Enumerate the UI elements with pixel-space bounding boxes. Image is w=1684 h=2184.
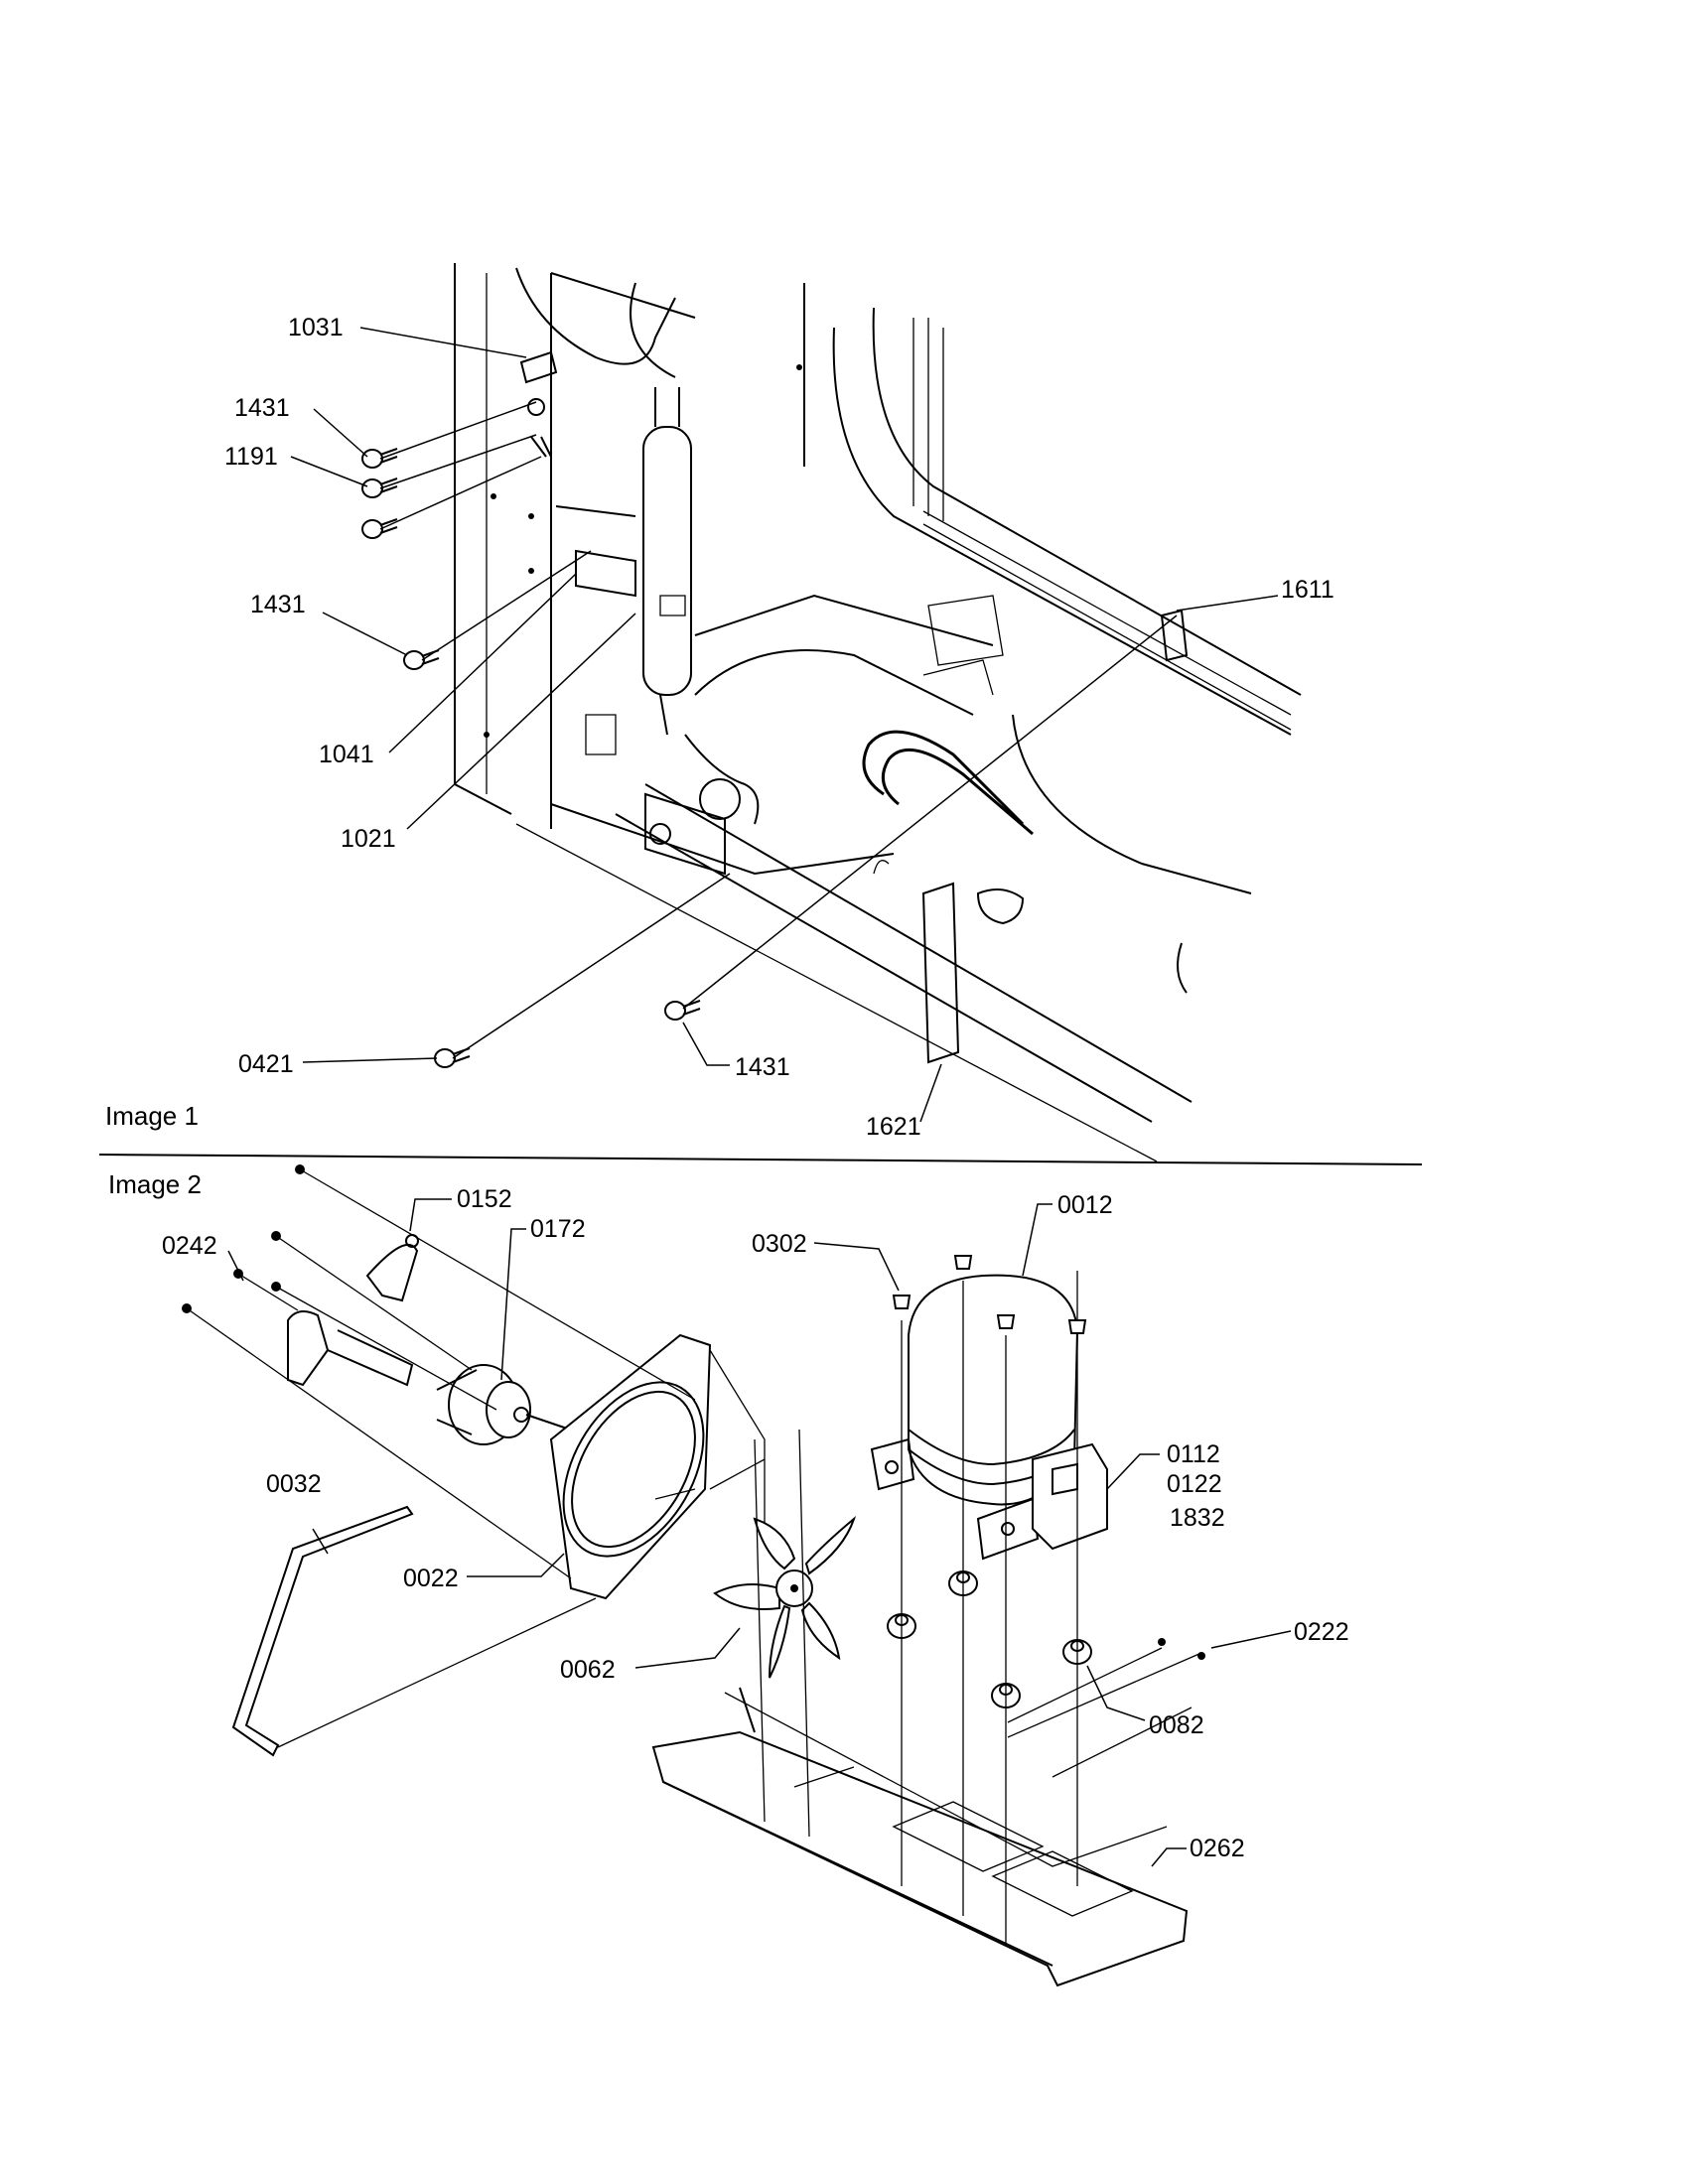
- label-1431-top: 1431: [234, 394, 290, 422]
- label-0022: 0022: [403, 1565, 459, 1592]
- label-0122: 0122: [1167, 1470, 1222, 1498]
- label-1611: 1611: [1281, 576, 1334, 604]
- label-1191: 1191: [224, 443, 278, 471]
- fan-blade: [713, 1515, 857, 1679]
- label-0421: 0421: [238, 1050, 294, 1078]
- label-0082: 0082: [1149, 1711, 1204, 1739]
- label-0012: 0012: [1057, 1191, 1113, 1219]
- label-1431-mid: 1431: [250, 591, 306, 618]
- image2-leaders: [227, 1198, 1292, 1867]
- label-1041: 1041: [319, 741, 374, 768]
- label-1832: 1832: [1170, 1504, 1225, 1532]
- image2-label: Image 2: [108, 1169, 202, 1199]
- screw-1191: [361, 478, 398, 498]
- label-1621: 1621: [866, 1113, 921, 1141]
- part-labels: 1031 1431 1191 1431 1041 1021 1611 0421 …: [105, 314, 1349, 1862]
- grommets: [887, 1570, 1092, 1708]
- label-0262: 0262: [1190, 1835, 1245, 1862]
- label-0112: 0112: [1167, 1440, 1220, 1468]
- label-0242: 0242: [162, 1232, 217, 1260]
- label-0152: 0152: [457, 1185, 512, 1213]
- compressor-bolts: [892, 1255, 1087, 1334]
- label-1431-bottom: 1431: [735, 1053, 790, 1081]
- screw-1431-top: [361, 448, 398, 469]
- screw-1431-bottom: [664, 1000, 701, 1021]
- image2-drawing: [182, 1164, 1205, 1987]
- image1-drawing: [361, 263, 1302, 1162]
- label-1031: 1031: [288, 314, 344, 341]
- label-0062: 0062: [560, 1656, 616, 1684]
- label-1021: 1021: [341, 825, 396, 853]
- label-0032: 0032: [266, 1470, 322, 1498]
- image1-leaders: [290, 327, 1279, 1123]
- image1-label: Image 1: [105, 1101, 199, 1131]
- label-0172: 0172: [530, 1215, 586, 1243]
- label-0222: 0222: [1294, 1618, 1349, 1646]
- screw-0421: [434, 1047, 471, 1068]
- screw-extra: [361, 518, 398, 539]
- section-divider: [98, 1154, 1423, 1165]
- label-0302: 0302: [752, 1230, 807, 1258]
